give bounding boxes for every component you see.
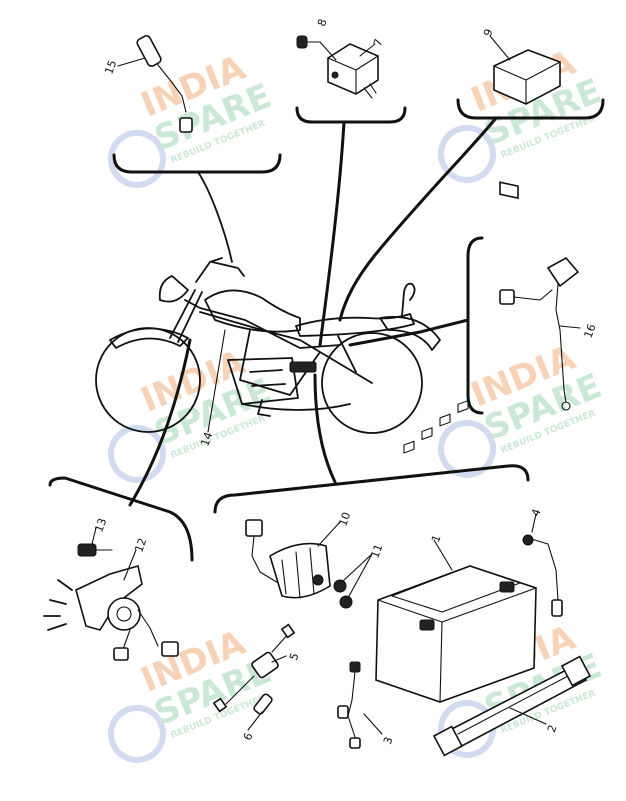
bracket-parts-1-11: [213, 464, 530, 514]
leader-lines: [91, 35, 581, 735]
kickstand: [257, 399, 271, 417]
part-10-starter-relay: [245, 519, 331, 599]
callout-12: 12: [132, 536, 149, 554]
callout-3: 3: [381, 735, 396, 746]
main-harness: [184, 299, 341, 349]
harness-lines: [128, 116, 498, 507]
exhaust: [241, 403, 351, 411]
bracket-parts-12-13: [48, 476, 194, 562]
callout-14: 14: [198, 430, 215, 448]
group-brackets: [48, 98, 605, 562]
part-7-relay: [327, 43, 379, 99]
part-15-brake-switch: [136, 35, 193, 133]
wire-to-parts-12-13: [128, 338, 192, 507]
callout-5: 5: [287, 651, 302, 662]
part-8-bolt: [296, 35, 321, 49]
wire-to-parts-1-11: [313, 373, 337, 484]
callout-15: 15: [102, 58, 119, 76]
rear-fender: [379, 316, 441, 351]
watermark-5: INDIA SPARE REBUILD TOGETHER: [108, 623, 277, 763]
part-16-rear-brake-switch: [499, 256, 580, 411]
bracket-part-16: [466, 236, 484, 415]
callout-8: 8: [315, 17, 330, 28]
callout-13: 13: [92, 516, 109, 534]
part-5-switch: [212, 623, 296, 713]
front-fender: [109, 327, 189, 349]
watermark-logo-icon: [438, 124, 497, 183]
part-4-battery-lead: [522, 534, 563, 617]
callout-6: 6: [241, 731, 256, 742]
part-11-nuts: [333, 579, 353, 609]
part-2-battery-strap: [432, 655, 592, 757]
motorcycle: [95, 257, 441, 434]
fuel-tank: [204, 289, 301, 333]
bracket-part-9: [456, 98, 605, 120]
watermark-4: INDIA SPARE REBUILD TOGETHER: [438, 338, 607, 478]
wire-to-parts-7-8: [318, 120, 346, 347]
harness-junction: [289, 361, 317, 373]
headlight: [158, 275, 189, 303]
callout-16: 16: [582, 322, 599, 340]
watermark-logo-icon: [108, 704, 167, 763]
callout-1: 1: [429, 533, 444, 544]
wire-to-part-15: [197, 171, 233, 263]
callout-2: 2: [545, 723, 560, 734]
bracket-part-15: [112, 153, 282, 174]
wire-to-part-9: [338, 116, 498, 322]
front-fork: [169, 289, 203, 343]
rear-shock: [337, 335, 357, 373]
part-9-flasher-relay: [493, 49, 561, 200]
callout-9: 9: [481, 27, 496, 38]
switch-connector: [179, 117, 193, 133]
callout-labels: 15 8 7 9 16 14 13 12 10 11 1 4 5 6 3 2: [92, 17, 598, 746]
handlebar: [195, 257, 245, 283]
part-3-battery-cable: [337, 661, 361, 749]
part-12-ignition-switch: [43, 564, 179, 661]
rear-wheel: [321, 332, 423, 434]
watermark-logo-icon: [438, 419, 497, 478]
switch-body: [136, 35, 162, 67]
part-13-bolt: [77, 543, 113, 557]
frame: [199, 311, 373, 396]
callout-4: 4: [529, 507, 544, 518]
mirror-stem: [401, 282, 416, 317]
part-1-battery: [375, 400, 537, 703]
callout-11: 11: [368, 542, 385, 560]
watermark-logo-icon: [108, 129, 167, 188]
bracket-parts-7-8: [295, 106, 407, 124]
ignition-key: [43, 579, 73, 631]
callout-7: 7: [371, 37, 386, 48]
engine: [227, 357, 299, 405]
part-6-fuse: [253, 693, 273, 715]
callout-10: 10: [336, 510, 353, 528]
wire-to-part-16: [348, 318, 470, 347]
